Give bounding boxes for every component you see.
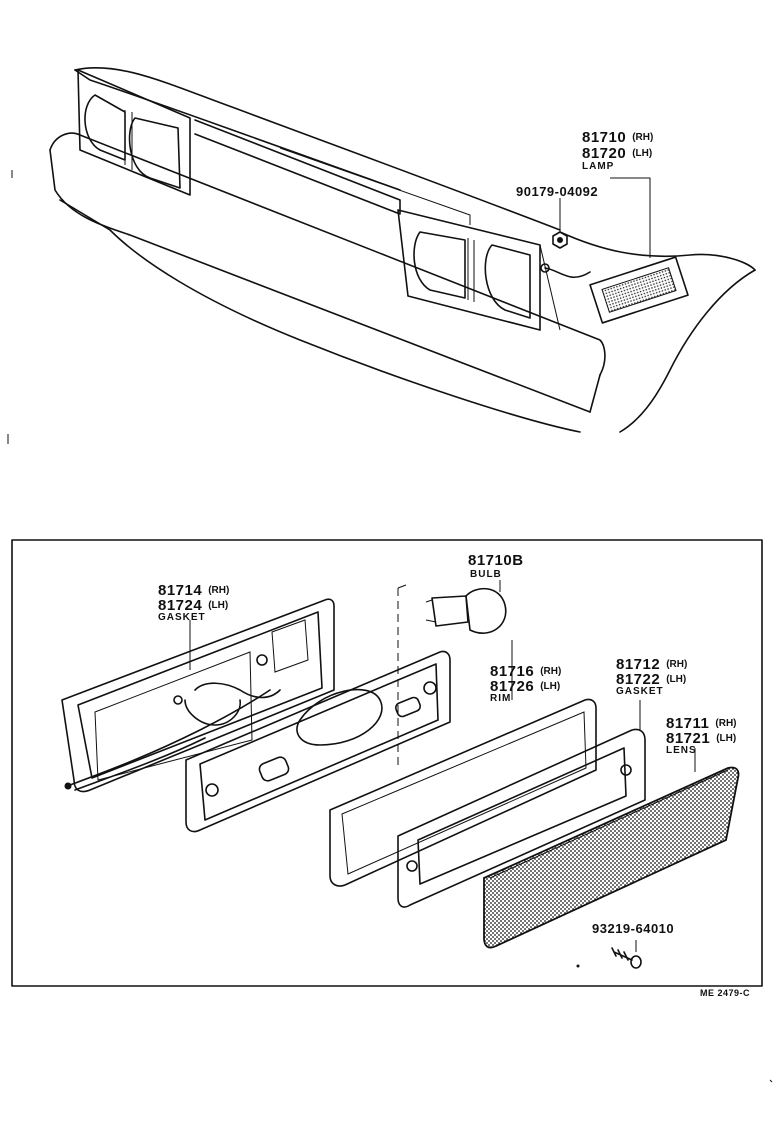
rim-lh-label: 81726 (LH) — [490, 679, 560, 695]
lamp-rh-side: (RH) — [632, 132, 654, 143]
lamp-rh-label: 81710 (RH) — [582, 130, 653, 146]
rim-lh-number: 81726 — [490, 678, 535, 695]
gasket-front-rh-side: (RH) — [666, 659, 688, 670]
bulb-part — [425, 580, 507, 634]
rim-rh-number: 81716 — [490, 663, 535, 680]
gasket-rear-lh-side: (LH) — [208, 600, 229, 611]
nut-part-number: 90179-04092 — [516, 184, 599, 199]
lens-rh-side: (RH) — [715, 718, 737, 729]
reference-code: ME 2479-C — [700, 988, 751, 998]
screw-part — [576, 940, 642, 969]
lamp-name: LAMP — [582, 161, 615, 172]
parts-frame — [11, 539, 763, 987]
front-gasket-part — [397, 700, 646, 908]
gasket-front-rh-label: 81712 (RH) — [616, 657, 687, 673]
lens-rh-label: 81711 (RH) — [666, 716, 737, 732]
gasket-front-lh-side: (LH) — [666, 674, 687, 685]
lamp-lh-number: 81720 — [582, 145, 627, 162]
gasket-rear-rh-label: 81714 (RH) — [158, 583, 229, 599]
rear-gasket-part — [61, 598, 335, 793]
lamp-housing-part — [185, 584, 451, 833]
lens-lh-label: 81721 (LH) — [666, 731, 736, 747]
bulb-name: BULB — [470, 569, 502, 580]
gasket-rear-name: GASKET — [158, 612, 206, 623]
lens-rh-number: 81711 — [666, 715, 710, 732]
rim-lh-side: (LH) — [540, 681, 561, 692]
gasket-rear-rh-side: (RH) — [208, 585, 230, 596]
lamp-lh-label: 81720 (LH) — [582, 146, 652, 162]
lens-part — [483, 748, 740, 949]
lens-name: LENS — [666, 745, 697, 756]
gasket-front-lh-number: 81722 — [616, 671, 661, 688]
rim-rh-side: (RH) — [540, 666, 562, 677]
lens-lh-side: (LH) — [716, 733, 737, 744]
lamp-rh-number: 81710 — [582, 129, 627, 146]
gasket-front-rh-number: 81712 — [616, 656, 661, 673]
rim-name: RIM — [490, 693, 512, 704]
gasket-rear-lh-label: 81724 (LH) — [158, 598, 228, 614]
screw-part-number: 93219-64010 — [592, 921, 675, 936]
bulb-part-number: 81710B — [468, 552, 524, 569]
gasket-rear-lh-number: 81724 — [158, 597, 203, 614]
gasket-front-name: GASKET — [616, 686, 664, 697]
car-front-illustration — [7, 66, 756, 444]
gasket-rear-rh-number: 81714 — [158, 582, 203, 599]
rim-part — [329, 640, 597, 887]
lamp-lh-side: (LH) — [632, 148, 653, 159]
gasket-front-lh-label: 81722 (LH) — [616, 672, 686, 688]
lens-lh-number: 81721 — [666, 730, 711, 747]
rim-rh-label: 81716 (RH) — [490, 664, 561, 680]
